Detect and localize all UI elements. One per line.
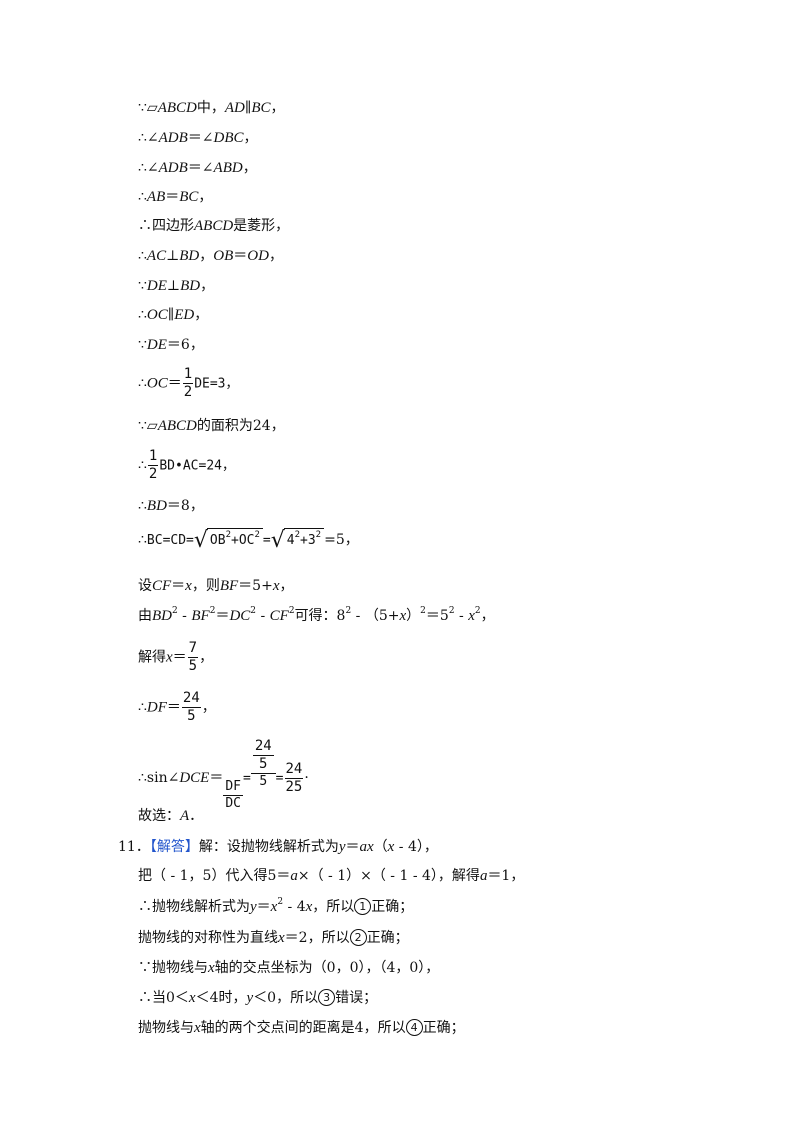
line-21: 把（ - 1，5）代入得5＝a×（ - 1）×（ - 1 - 4），解得a＝1， <box>138 868 525 884</box>
line-24: ∵抛物线与x轴的交点坐标为（0，0），（4，0）， <box>138 960 440 976</box>
circle-2: 2 <box>349 929 367 946</box>
circle-4: 4 <box>405 1019 423 1036</box>
radical-sign-1: √ <box>193 528 208 553</box>
line-11: ∵▱ABCD的面积为24， <box>138 418 285 434</box>
sqrt-1: OB2+OC2 <box>206 528 263 551</box>
line-2: ∴∠ADB＝∠DBC， <box>138 130 258 146</box>
circle-3: 3 <box>318 989 336 1006</box>
line-1: ∵▱ABCD中，AD∥BC， <box>138 100 285 116</box>
line-13: ∴BD＝8， <box>138 498 204 514</box>
line-4: ∴AB＝BC， <box>138 189 213 205</box>
line-5: ∴四边形ABCD是菱形， <box>138 218 290 234</box>
line-16: 由BD2 - BF2＝DC2 - CF2可得：82 - （5+x）2＝52 - … <box>138 606 495 625</box>
line-20: 故选：A． <box>138 808 204 824</box>
line-8: ∴OC∥ED， <box>138 307 209 323</box>
circle-1: 1 <box>354 898 372 915</box>
answer-tag: 【解答】 <box>149 839 199 855</box>
line-7: ∵DE⊥BD， <box>138 278 215 294</box>
line-9: ∵DE＝6， <box>138 337 204 353</box>
line-15: 设CF＝x，则BF＝5+x， <box>138 578 294 594</box>
line-3: ∴∠ADB＝∠ABD， <box>138 160 257 176</box>
question-11-header: 11．【解答】解：设抛物线解析式为y＝ax（x - 4）， <box>118 839 438 855</box>
radical-sign-2: √ <box>270 528 285 553</box>
line-14: ∴BC=CD=√OB2+OC2=√42+32=5， <box>138 528 359 553</box>
sqrt-2: 42+32 <box>283 528 325 551</box>
line-6: ∴AC⊥BD，OB＝OD， <box>138 248 283 264</box>
